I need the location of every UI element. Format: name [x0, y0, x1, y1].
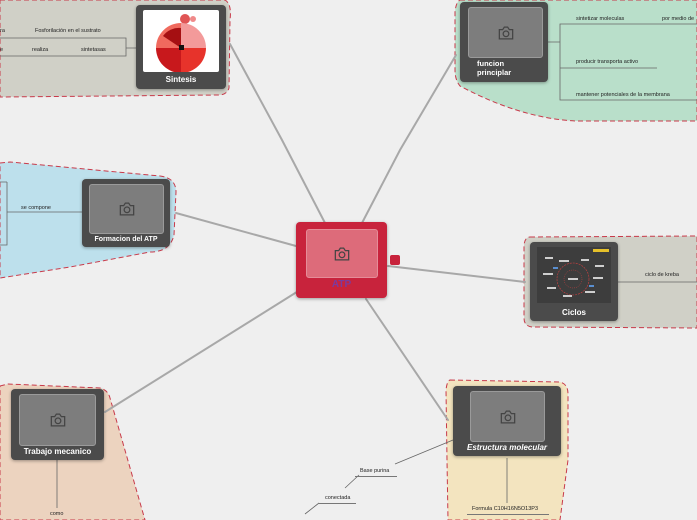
funcion-sub-por-medio[interactable]: por medio de [662, 16, 695, 22]
sintesis-sub-sintetasas[interactable]: sintetasas [81, 47, 106, 53]
funcion-label: funcion principlar [477, 59, 512, 77]
topic-node-funcion[interactable]: funcion principlar [460, 2, 548, 82]
connector-trabajo [104, 289, 301, 413]
pie-chart-image [156, 14, 206, 73]
underline [319, 503, 356, 504]
camera-icon [119, 202, 134, 216]
sintesis-label: Sintesis [165, 75, 197, 84]
camera-icon [498, 26, 513, 39]
central-image-placeholder [306, 229, 378, 278]
sub-connector-funcion [548, 23, 697, 101]
topic-node-ciclos[interactable]: Ciclos [530, 242, 618, 321]
formacion-image-placeholder [89, 184, 164, 234]
sub-connector-sintesis [0, 37, 136, 57]
topic-node-formacion[interactable]: Formacion del ATP [82, 179, 170, 247]
connector-sintesis [229, 43, 326, 224]
central-label: ATP [331, 279, 352, 290]
trabajo-sub-como[interactable]: como [50, 511, 64, 517]
central-collapse-handle[interactable] [390, 255, 400, 265]
connector-estructura [365, 298, 449, 421]
sintesis-image [143, 10, 219, 73]
sintesis-fragment-left2: e [0, 47, 4, 53]
ciclos-image [537, 247, 611, 303]
connector-funcion [361, 54, 457, 224]
ciclos-label: Ciclos [561, 308, 586, 317]
underline [467, 514, 549, 515]
funcion-image-placeholder [468, 7, 543, 58]
formacion-sub-se-compone[interactable]: se compone [21, 205, 51, 211]
topic-node-estructura[interactable]: Estructura molecular [453, 386, 561, 456]
formacion-label: Formacion del ATP [94, 236, 158, 243]
topic-node-trabajo[interactable]: Trabajo mecanico [11, 389, 104, 460]
funcion-sub-transporta[interactable]: producir transporta activo [576, 59, 639, 65]
sintesis-sub-realiza[interactable]: realiza [32, 47, 49, 53]
central-node-atp[interactable]: ATP [296, 222, 387, 298]
estructura-label: Estructura molecular [466, 443, 548, 452]
connector-ciclos [387, 265, 526, 283]
estructura-sub-formula[interactable]: Formula C10H16N5O13P3 [472, 506, 539, 512]
camera-icon [50, 413, 65, 427]
funcion-sub-membrana[interactable]: mantener potenciales de la membrana [576, 92, 670, 98]
camera-icon [500, 410, 515, 423]
funcion-sub-sintetizar[interactable]: sintetizar moleculas [576, 16, 625, 22]
sub-connector-estructura [304, 439, 508, 515]
trabajo-label: Trabajo mecanico [23, 447, 92, 456]
sub-connector-formacion [0, 181, 82, 246]
sintesis-fragment-left: ra [0, 28, 5, 34]
estructura-sub-conectada[interactable]: conectada [325, 495, 351, 501]
ciclos-sub-kreba[interactable]: ciclo de kreba [645, 272, 679, 278]
sintesis-sub-fosforilacion[interactable]: Fosforilación en el sustrato [35, 28, 101, 34]
underline [355, 476, 397, 477]
topic-node-sintesis[interactable]: Sintesis [136, 5, 226, 89]
metabolic-diagram-image [543, 249, 609, 297]
estructura-sub-base-purina[interactable]: Base purina [360, 468, 390, 474]
trabajo-image-placeholder [19, 394, 96, 446]
estructura-image-placeholder [470, 391, 545, 442]
connector-formacion [175, 212, 297, 247]
camera-icon [334, 247, 350, 260]
